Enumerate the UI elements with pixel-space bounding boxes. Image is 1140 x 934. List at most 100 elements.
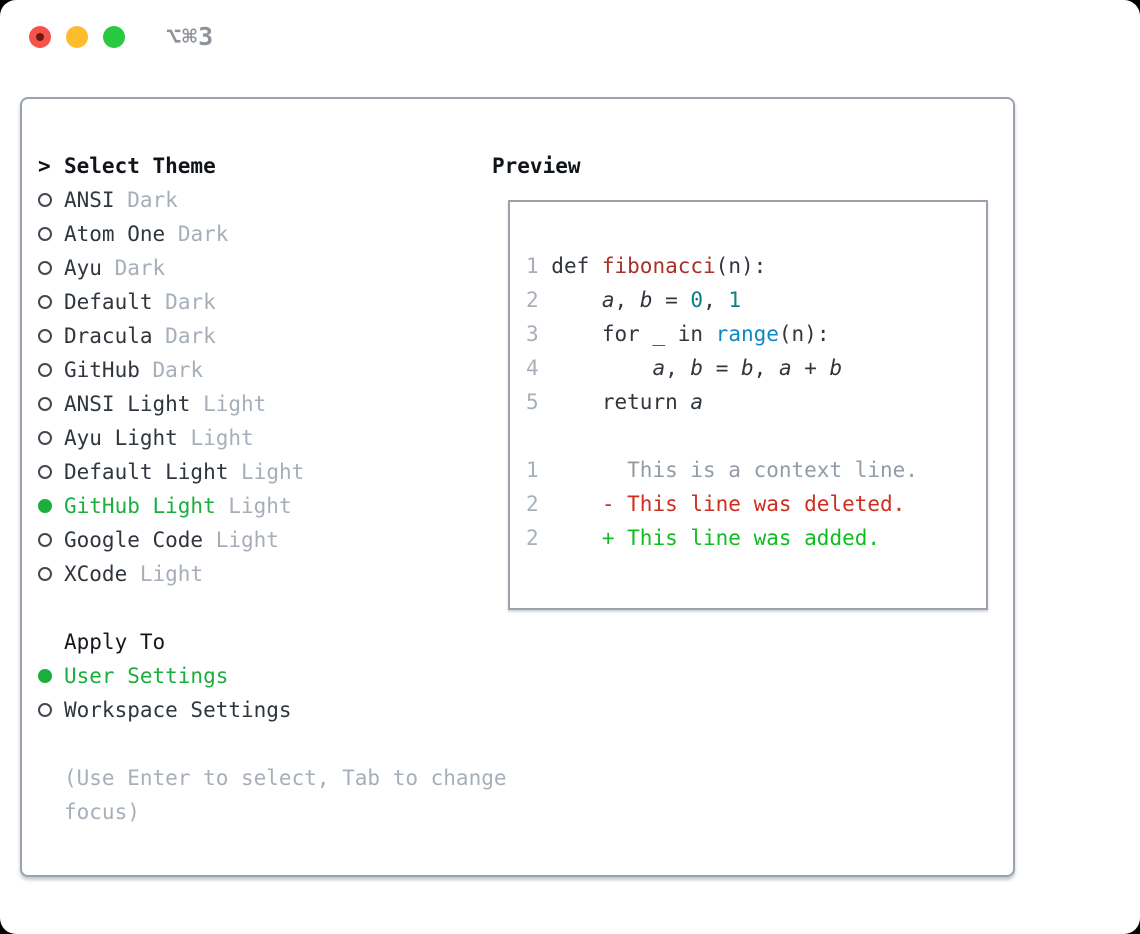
code-segment-var: a bbox=[652, 356, 666, 380]
theme-option-default[interactable]: Default Dark bbox=[38, 285, 1013, 319]
code-segment-lineno: 3 bbox=[526, 322, 552, 346]
option-label: XCode bbox=[64, 562, 128, 586]
radio-icon bbox=[38, 533, 64, 547]
code-segment-lineno: 1 bbox=[526, 458, 552, 482]
minimize-button[interactable] bbox=[66, 26, 88, 48]
zoom-button[interactable] bbox=[103, 26, 125, 48]
code-segment-code: , bbox=[703, 288, 729, 312]
code-line: 1 This is a context line. bbox=[526, 453, 974, 487]
option-variant-label: Light bbox=[203, 392, 267, 416]
theme-option-ansi-light[interactable]: ANSI Light Light bbox=[38, 387, 1013, 421]
option-label: GitHub Light bbox=[64, 494, 216, 518]
code-line: 1 def fibonacci(n): bbox=[526, 249, 974, 283]
option-label: Atom One bbox=[64, 222, 166, 246]
code-segment-code: = bbox=[703, 356, 741, 380]
radio-icon bbox=[38, 567, 64, 581]
theme-option-dracula[interactable]: Dracula Dark bbox=[38, 319, 1013, 353]
select-theme-title: Select Theme bbox=[64, 154, 216, 178]
code-segment-num: 0 bbox=[690, 288, 704, 312]
code-segment-lineno: 1 bbox=[526, 254, 552, 278]
radio-icon bbox=[38, 193, 52, 207]
radio-icon bbox=[38, 329, 64, 343]
radio-icon bbox=[38, 295, 64, 309]
code-line: 2 a, b = 0, 1 bbox=[526, 283, 974, 317]
theme-option-default-light[interactable]: Default Light Light bbox=[38, 455, 1013, 489]
code-line: 5 return a bbox=[526, 385, 974, 419]
radio-selected-icon bbox=[38, 499, 64, 513]
code-segment-var: a bbox=[778, 356, 792, 380]
code-line bbox=[526, 419, 974, 453]
theme-option-atom-one[interactable]: Atom One Dark bbox=[38, 217, 1013, 251]
option-label: Default bbox=[64, 290, 153, 314]
code-segment-builtin: range bbox=[715, 322, 779, 346]
radio-icon bbox=[38, 703, 52, 717]
option-variant-label: Light bbox=[139, 562, 204, 586]
option-label: Ayu Light bbox=[64, 426, 178, 450]
radio-selected-icon bbox=[38, 669, 52, 683]
option-variant-label: Dark bbox=[165, 324, 216, 348]
radio-icon bbox=[38, 431, 52, 445]
window-titlebar: ⌥⌘3 bbox=[0, 0, 1140, 75]
theme-option-ayu-light[interactable]: Ayu Light Light bbox=[38, 421, 1013, 455]
option-variant-label: Light bbox=[241, 460, 305, 484]
preview-title: Preview bbox=[492, 154, 581, 178]
code-segment-code: = bbox=[652, 288, 691, 312]
code-segment-lineno: 2 bbox=[526, 288, 552, 312]
code-segment-lineno: 4 bbox=[526, 356, 552, 380]
option-label: Google Code bbox=[64, 528, 204, 552]
option-variant-label: Dark bbox=[165, 290, 216, 314]
theme-option-github-light[interactable]: GitHub Light Light bbox=[38, 489, 1013, 523]
apply-option-user-settings[interactable]: User Settings bbox=[38, 659, 1013, 693]
code-line: 2 + This line was added. bbox=[526, 521, 974, 555]
code-segment-code: for _ in bbox=[551, 322, 716, 346]
code-segment-code bbox=[551, 288, 602, 312]
window-title: ⌥⌘3 bbox=[166, 22, 215, 51]
option-variant-label: Light bbox=[228, 494, 292, 518]
close-button[interactable] bbox=[29, 26, 51, 48]
apply-option-workspace-settings[interactable]: Workspace Settings bbox=[38, 693, 1013, 727]
option-variant-label: Light bbox=[190, 426, 254, 450]
code-segment-code: (n): bbox=[778, 322, 830, 346]
option-variant-label: Dark bbox=[152, 358, 204, 382]
code-segment-var: a bbox=[690, 390, 704, 414]
code-segment-lineno: 5 bbox=[526, 390, 552, 414]
code-line: 3 for _ in range(n): bbox=[526, 317, 974, 351]
radio-icon bbox=[38, 533, 52, 547]
radio-icon bbox=[38, 193, 64, 207]
radio-icon bbox=[38, 363, 64, 377]
option-variant-label: Dark bbox=[127, 188, 178, 212]
code-segment-code: , bbox=[753, 356, 779, 380]
code-segment-var: b bbox=[690, 356, 704, 380]
code-segment-code: + bbox=[791, 356, 830, 380]
radio-icon bbox=[38, 465, 64, 479]
code-segment-code: , bbox=[614, 288, 640, 312]
radio-icon bbox=[38, 295, 52, 309]
radio-icon bbox=[38, 363, 52, 377]
radio-icon bbox=[38, 465, 52, 479]
apply-to-header: Apply To bbox=[64, 630, 166, 654]
option-label: ANSI Light bbox=[64, 392, 191, 416]
radio-selected-icon bbox=[38, 669, 64, 683]
option-label: Dracula bbox=[64, 324, 153, 348]
option-variant-label: Dark bbox=[177, 222, 229, 246]
code-segment-deleted: - This line was deleted. bbox=[551, 492, 906, 516]
code-segment-code: return bbox=[551, 390, 691, 414]
option-label: Default Light bbox=[64, 460, 229, 484]
radio-icon bbox=[38, 567, 52, 581]
radio-icon bbox=[38, 261, 52, 275]
code-segment-var: b bbox=[639, 288, 653, 312]
radio-selected-icon bbox=[38, 499, 52, 513]
code-segment-added: + This line was added. bbox=[551, 526, 881, 550]
radio-icon bbox=[38, 397, 64, 411]
theme-option-xcode[interactable]: XCode Light bbox=[38, 557, 1013, 591]
code-segment-var: a bbox=[601, 288, 615, 312]
select-theme-header: >Select Theme bbox=[38, 149, 1013, 183]
